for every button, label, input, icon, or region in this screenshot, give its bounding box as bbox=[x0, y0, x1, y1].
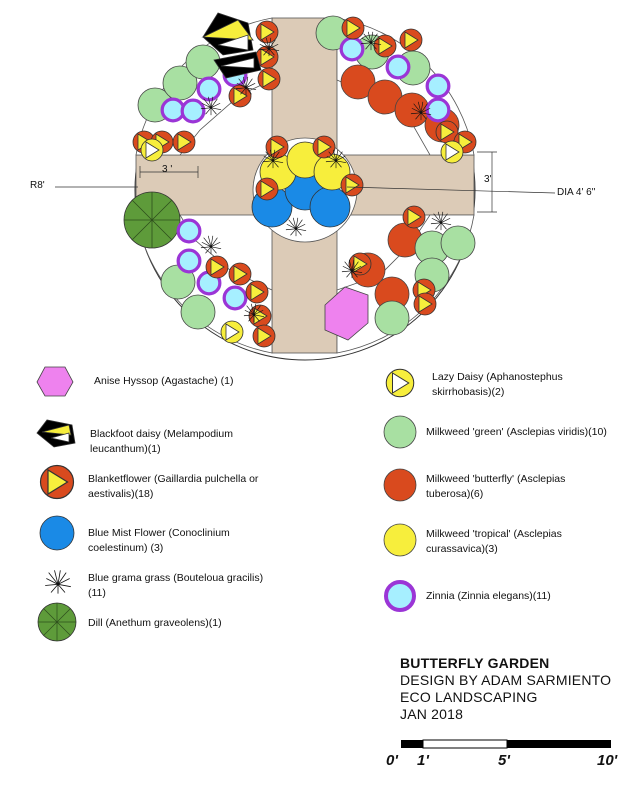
legend-item-milkweed-butterfly: Milkweed 'butterfly' (Asclepias tuberosa… bbox=[426, 472, 596, 502]
legend-label: Lazy Daisy (Aphanostephus skirrhobasis)(… bbox=[432, 371, 563, 398]
path-width-right-label: 3' bbox=[484, 174, 492, 185]
designer-credit: DESIGN BY ADAM SARMIENTO bbox=[400, 672, 612, 688]
zinnia-ring-icon bbox=[384, 580, 416, 612]
dimension-lines bbox=[55, 151, 556, 213]
legend-item-anise-hyssop: Anise Hyssop (Agastache) (1) bbox=[94, 374, 304, 389]
red-circle-icon bbox=[383, 468, 417, 502]
se-bed bbox=[324, 205, 476, 341]
hexagon-icon bbox=[36, 366, 74, 397]
center-planting bbox=[251, 135, 364, 237]
legend-item-blackfoot-daisy: Blackfoot daisy (Melampodium leucanthum)… bbox=[90, 427, 290, 457]
blue-circle-icon bbox=[39, 515, 75, 551]
legend-label: Blue grama grass (Bouteloua gracilis) (1… bbox=[88, 572, 264, 599]
legend-label: Blue Mist Flower (Conoclinium coelestinu… bbox=[88, 527, 230, 554]
pentagon-flag-icon bbox=[36, 419, 76, 448]
legend-item-milkweed-tropical: Milkweed 'tropical' (Asclepias curassavi… bbox=[426, 527, 596, 557]
sw-bed bbox=[123, 191, 276, 348]
legend-item-blanketflower: Blanketflower (Gaillardia pulchella or a… bbox=[88, 472, 288, 502]
plan-date: JAN 2018 bbox=[400, 706, 464, 722]
garden-title: BUTTERFLY GARDEN bbox=[400, 655, 550, 671]
legend-item-lazy-daisy: Lazy Daisy (Aphanostephus skirrhobasis)(… bbox=[432, 370, 592, 400]
scale-label-0: 0' bbox=[386, 752, 398, 769]
legend-label: Anise Hyssop (Agastache) (1) bbox=[94, 375, 234, 387]
path-width-left-label: 3 ' bbox=[162, 164, 173, 175]
ne-bed bbox=[315, 15, 477, 164]
legend-item-dill: Dill (Anethum graveolens)(1) bbox=[88, 616, 298, 631]
red-triangle-circle-icon bbox=[39, 464, 75, 500]
legend-item-milkweed-green: Milkweed 'green' (Asclepias viridis)(10) bbox=[426, 425, 636, 440]
yellow-triangle-circle-icon bbox=[385, 368, 415, 398]
light-green-circle-icon bbox=[383, 415, 417, 449]
scale-bar bbox=[401, 739, 611, 749]
legend-item-zinnia: Zinnia (Zinnia elegans)(11) bbox=[426, 589, 626, 604]
legend-label: Dill (Anethum graveolens)(1) bbox=[88, 617, 222, 629]
title-block: BUTTERFLY GARDEN DESIGN BY ADAM SARMIENT… bbox=[400, 655, 611, 723]
legend-label: Blanketflower (Gaillardia pulchella or a… bbox=[88, 473, 259, 500]
anise-hyssop-symbol bbox=[324, 286, 369, 341]
yellow-circle-icon bbox=[383, 523, 417, 557]
company-name: ECO LANDSCAPING bbox=[400, 689, 538, 705]
blackfoot-daisy-symbol bbox=[201, 12, 254, 56]
legend-label: Zinnia (Zinnia elegans)(11) bbox=[426, 590, 551, 602]
dill-wheel-icon bbox=[37, 602, 77, 642]
nw-bed bbox=[132, 12, 281, 162]
radius-label: R8' bbox=[30, 180, 45, 191]
scale-label-10: 10' bbox=[597, 752, 618, 769]
scale-label-5: 5' bbox=[498, 752, 510, 769]
legend-label: Milkweed 'green' (Asclepias viridis)(10) bbox=[426, 426, 607, 438]
legend-item-blue-mist-flower: Blue Mist Flower (Conoclinium coelestinu… bbox=[88, 526, 268, 556]
dill-symbol bbox=[123, 191, 181, 249]
legend-label: Milkweed 'butterfly' (Asclepias tuberosa… bbox=[426, 473, 566, 500]
grass-tuft-icon bbox=[44, 569, 72, 595]
legend-label: Milkweed 'tropical' (Asclepias curassavi… bbox=[426, 528, 562, 555]
scale-label-1: 1' bbox=[417, 752, 429, 769]
legend-symbols bbox=[36, 366, 417, 642]
legend-label: Blackfoot daisy (Melampodium leucanthum)… bbox=[90, 428, 233, 455]
legend-item-blue-grama: Blue grama grass (Bouteloua gracilis) (1… bbox=[88, 571, 278, 601]
center-diameter-label: DIA 4' 6" bbox=[557, 187, 596, 198]
